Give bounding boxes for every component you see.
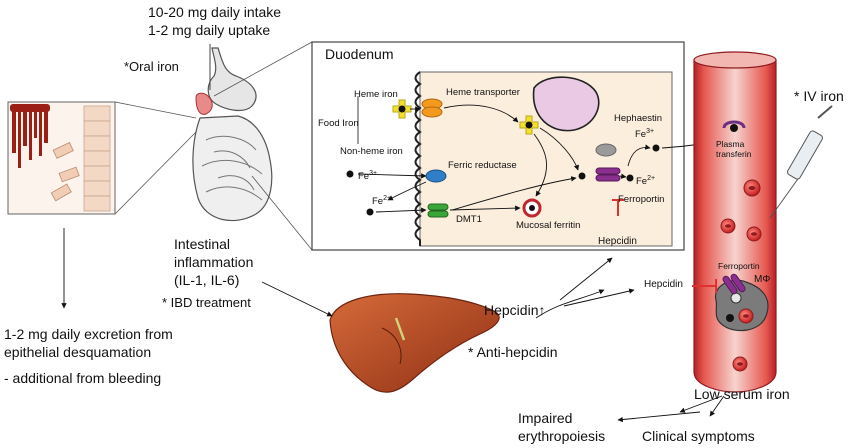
heme-iron-molecule bbox=[392, 99, 412, 119]
red-blood-cells bbox=[720, 179, 762, 372]
heme-iron-label: Heme iron bbox=[354, 89, 398, 100]
oral-iron-label: *Oral iron bbox=[124, 59, 179, 74]
macrophage bbox=[714, 279, 769, 332]
non-heme-iron-label: Non-heme iron bbox=[340, 146, 403, 157]
food-iron-label: Food Iron bbox=[318, 118, 359, 129]
fe2-label: Fe2+ bbox=[372, 195, 392, 208]
gi-tract bbox=[192, 47, 273, 222]
ferroportin-duodenum-label: Ferroportin bbox=[618, 194, 665, 205]
plasma-transferrin bbox=[722, 120, 746, 132]
clinical-symptoms-label: Clinical symptoms bbox=[642, 428, 755, 444]
mucosal-ferritin-label: Mucosal ferritin bbox=[516, 220, 581, 231]
duodenum-highlight bbox=[195, 92, 213, 115]
ferroportin-enterocyte bbox=[595, 167, 621, 182]
ferric-reductase-label: Ferric reductase bbox=[448, 160, 517, 171]
hepcidin-inhibit-mark bbox=[612, 199, 624, 216]
dmt1-transporter bbox=[427, 203, 449, 211]
hepcidin-duodenum-label: Hepcidin bbox=[598, 236, 637, 247]
inflammation-label-3: (IL-1, IL-6) bbox=[174, 272, 240, 288]
fe2-out-label: Fe2+ bbox=[636, 175, 656, 188]
mucosa-inset bbox=[7, 101, 116, 215]
ferric-reductase bbox=[425, 169, 447, 183]
excretion-label-2: epithelial desquamation bbox=[4, 344, 152, 360]
to-symptoms-arrow bbox=[709, 395, 725, 417]
liver bbox=[329, 293, 500, 393]
hepcidin-to-duodenum-arrow bbox=[559, 257, 613, 301]
excretion-label-3: - additional from bleeding bbox=[4, 370, 162, 386]
hepcidin-vessel-label: Hepcidin bbox=[644, 279, 683, 290]
anti-hepcidin-label: * Anti-hepcidin bbox=[468, 344, 558, 360]
plasma-transferrin-label-2: transferin bbox=[716, 149, 752, 159]
daily-intake-label: 10-20 mg daily intake bbox=[148, 4, 282, 20]
hepcidin-up-label: Hepcidin↑ bbox=[484, 302, 546, 318]
hepcidin-macrophage-inhibit bbox=[692, 279, 717, 293]
fe3-out-label: Fe3+ bbox=[635, 128, 655, 141]
ferroportin-vessel-label: Ferroportin bbox=[718, 261, 760, 271]
brush-border bbox=[414, 71, 422, 246]
to-erythropoiesis-arrow bbox=[617, 411, 701, 423]
hephaestin-label: Hephaestin bbox=[614, 113, 663, 124]
impaired-label-2: erythropoiesis bbox=[518, 428, 606, 444]
heme-transporter-label: Heme transporter bbox=[446, 87, 520, 98]
inflammation-label-2: inflammation bbox=[174, 254, 254, 270]
dmt1-label: DMT1 bbox=[456, 214, 482, 225]
excretion-label-1: 1-2 mg daily excretion from bbox=[4, 326, 173, 342]
ferroportin-macrophage bbox=[722, 273, 746, 295]
macrophage-label: MΦ bbox=[754, 274, 771, 285]
iv-iron-label: * IV iron bbox=[794, 88, 844, 104]
nucleus bbox=[532, 76, 600, 132]
iv-syringe-icon bbox=[769, 105, 833, 219]
fe3-label: Fe3+ bbox=[358, 170, 378, 183]
blood-vessel bbox=[693, 51, 777, 393]
daily-uptake-label: 1-2 mg daily uptake bbox=[148, 22, 271, 38]
hephaestin bbox=[595, 143, 617, 157]
ibd-treatment-label: * IBD treatment bbox=[162, 295, 251, 310]
impaired-label-1: Impaired bbox=[518, 410, 573, 426]
duodenum-title: Duodenum bbox=[325, 46, 394, 62]
low-serum-iron-label: Low serum iron bbox=[694, 386, 790, 402]
inflammation-to-liver-arrow bbox=[261, 281, 333, 317]
hepcidin-to-vessel-arrow bbox=[563, 288, 635, 307]
plasma-transferrin-label-1: Plasma bbox=[716, 139, 745, 149]
inflammation-label-1: Intestinal bbox=[174, 236, 231, 252]
heme-iron-inside bbox=[519, 115, 539, 135]
